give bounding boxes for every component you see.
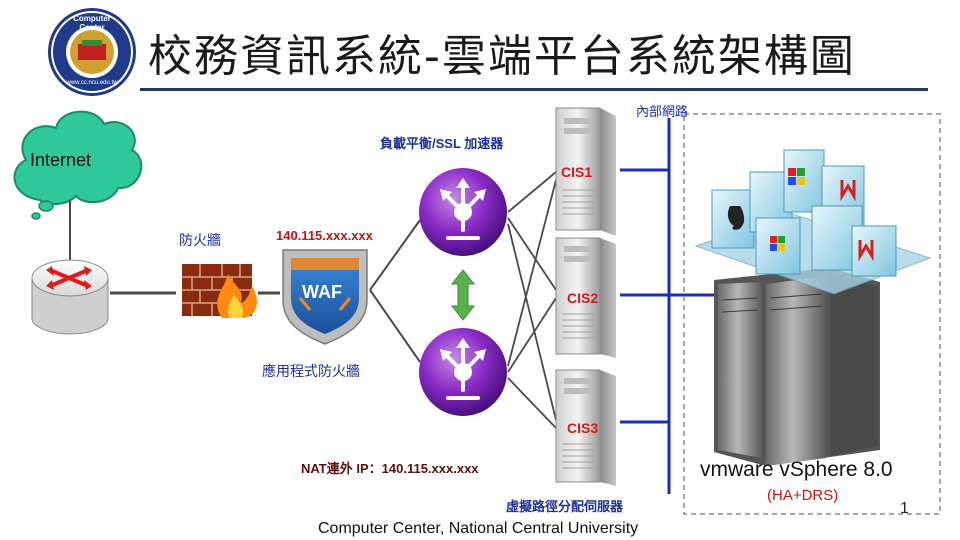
- server-cis1-icon: [555, 107, 616, 236]
- waf-shield-icon: [282, 249, 368, 345]
- firewall-label: 防火牆: [179, 232, 221, 248]
- title-divider: [140, 88, 928, 91]
- internet-cloud: [13, 110, 143, 220]
- ncu-logo: [48, 8, 136, 96]
- failover-arrow-icon: [450, 269, 476, 321]
- nat-ip-label: NAT連外 IP：140.115.xxx.xxx: [301, 461, 479, 476]
- firewall-icon: [182, 264, 257, 318]
- internet-label: Internet: [30, 150, 92, 170]
- waf-label: 應用程式防火牆: [262, 363, 360, 379]
- load-balancer-2-icon: [419, 328, 507, 416]
- server-cis3-label: CIS3: [567, 420, 599, 436]
- public-ip-label: 140.115.xxx.xxx: [276, 228, 373, 243]
- virtual-router-label: 虛擬路徑分配伺服器: [506, 499, 624, 514]
- server-cis2-label: CIS2: [567, 290, 599, 306]
- ha-drs-label: (HA+DRS): [767, 487, 839, 504]
- vsphere-host-servers-icon: [714, 268, 880, 466]
- virtual-machines-icon: [694, 149, 932, 295]
- waf-badge-text: WAF: [302, 282, 342, 302]
- server-cis1-label: CIS1: [561, 164, 593, 180]
- server-cis2-icon: [555, 237, 616, 358]
- internal-network-label: 內部網路: [636, 104, 689, 119]
- internal-network-bus: [620, 118, 714, 494]
- page-number: 1: [900, 500, 909, 517]
- load-balancer-label: 負載平衡/SSL 加速器: [380, 136, 504, 151]
- load-balancer-1-icon: [419, 168, 507, 256]
- page-title: 校務資訊系統-雲端平台系統架構圖: [148, 31, 856, 82]
- vsphere-label: vmware vSphere 8.0: [700, 458, 893, 481]
- vsphere-region: [683, 113, 941, 515]
- router-icon: [31, 259, 109, 335]
- logo-bottom-text: www.cc.ncu.edu.tw: [66, 80, 118, 86]
- footer-text: Computer Center, National Central Univer…: [318, 520, 639, 537]
- logo-top-text: Computer Center: [73, 14, 111, 32]
- server-cis3-icon: [555, 369, 616, 486]
